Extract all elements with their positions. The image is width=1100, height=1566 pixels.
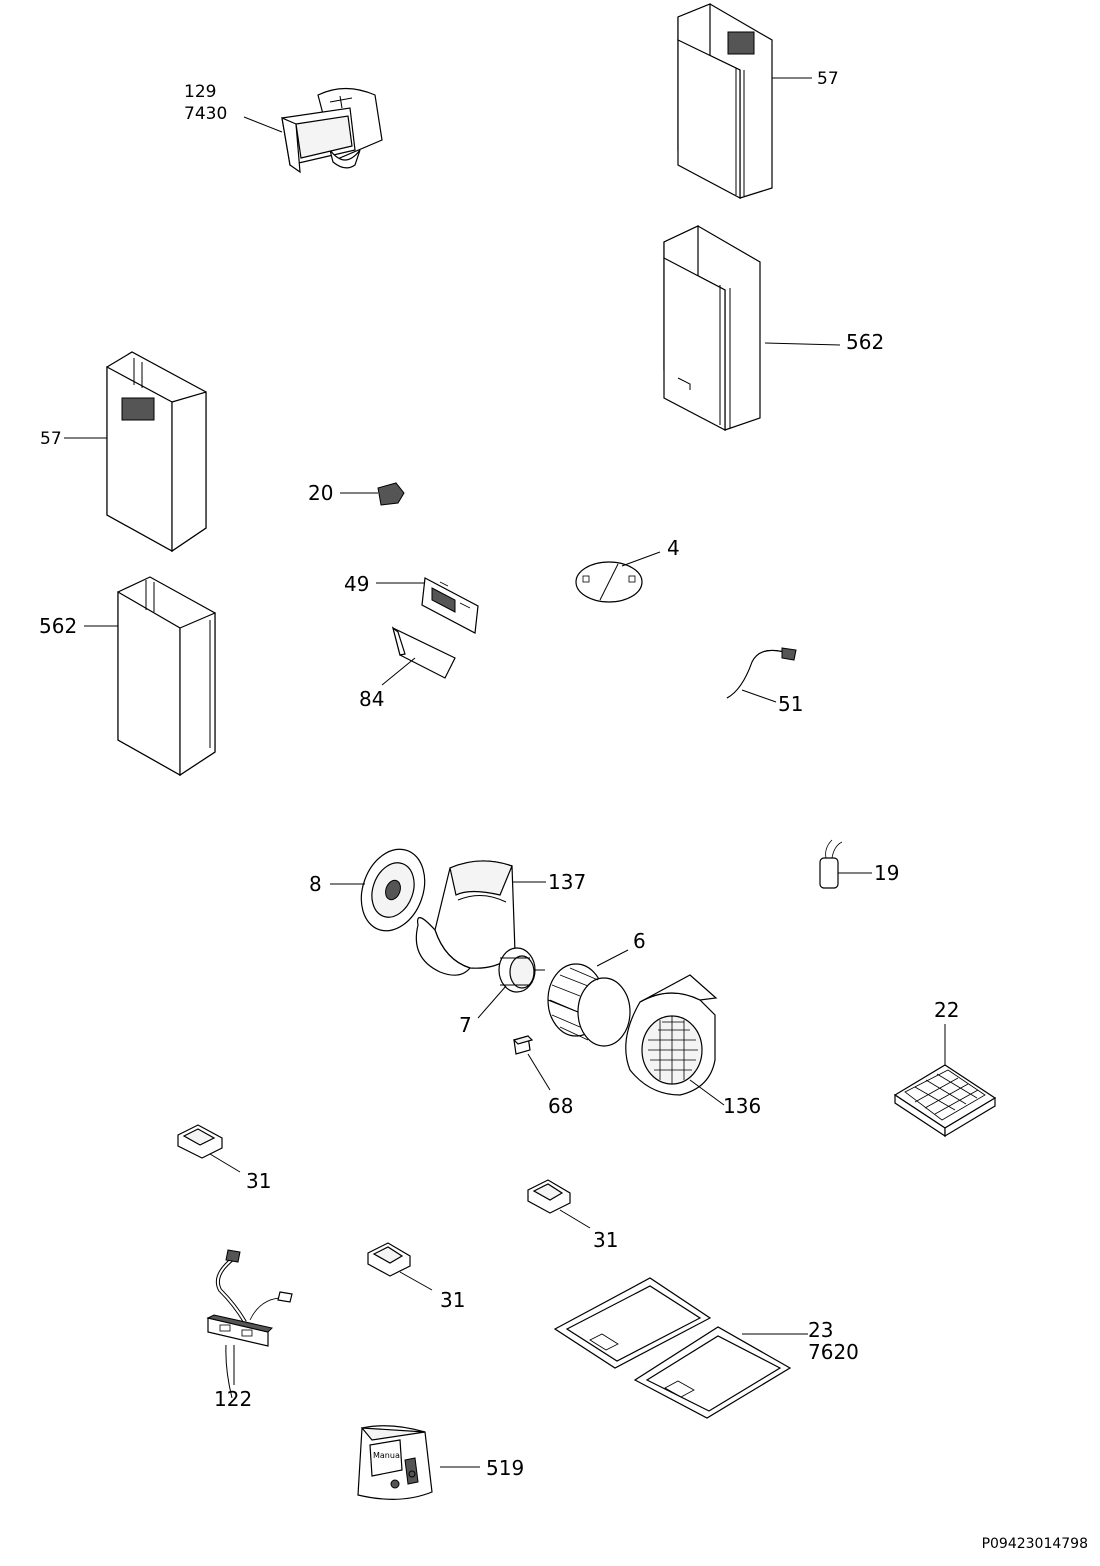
- callout-7: 7: [459, 1013, 472, 1037]
- callout-122: 122: [214, 1387, 253, 1411]
- callout-562-top: 562: [846, 330, 885, 354]
- callout-19: 19: [874, 861, 900, 885]
- callout-4: 4: [667, 536, 680, 560]
- part-cable-51: [726, 647, 797, 703]
- part-filter-22: [893, 1024, 997, 1138]
- part-68: [512, 1035, 551, 1091]
- callout-23-7620: 23 7620: [808, 1318, 859, 1364]
- part-board-49: [376, 577, 479, 634]
- callout-31-b: 31: [593, 1228, 619, 1252]
- callout-20: 20: [308, 481, 334, 505]
- part-switch-20: [340, 482, 405, 506]
- part-cover-84: [381, 626, 456, 686]
- part-motor-7: [477, 947, 545, 1019]
- callout-68: 68: [548, 1094, 574, 1118]
- part-plate-8: [330, 848, 426, 932]
- part-grease-filter-23: [553, 1277, 808, 1419]
- callout-51: 51: [778, 692, 804, 716]
- callout-31-c: 31: [440, 1288, 466, 1312]
- callout-136: 136: [723, 1094, 762, 1118]
- part-chimney-57-left: [64, 351, 207, 553]
- part-chimney-562-left: [84, 576, 216, 777]
- part-bracket-31-a: [177, 1124, 241, 1173]
- bag-manual-label: Manual: [373, 1451, 403, 1460]
- part-capacitor-19: [819, 839, 872, 889]
- part-disc-4: [575, 551, 661, 603]
- callout-57-left: 57: [40, 429, 62, 449]
- callout-22: 22: [934, 998, 960, 1022]
- callout-137: 137: [548, 870, 587, 894]
- callout-31-a: 31: [246, 1169, 272, 1193]
- part-control-122: [206, 1249, 293, 1399]
- callout-129-7430: 129 7430: [184, 82, 228, 124]
- part-fanwheel-6: [547, 949, 631, 1047]
- part-bracket-31-c: [367, 1242, 433, 1291]
- part-bracket-31-b: [527, 1179, 591, 1229]
- callout-8: 8: [309, 872, 322, 896]
- part-housing-137: [415, 860, 546, 976]
- callout-562-left: 562: [39, 614, 78, 638]
- callout-519: 519: [486, 1456, 525, 1480]
- part-adapter-129: [243, 87, 383, 174]
- part-bag-519: [357, 1425, 480, 1500]
- part-fanhousing-136: [625, 974, 725, 1106]
- callout-6: 6: [633, 929, 646, 953]
- part-chimney-57-top: [677, 3, 812, 199]
- callout-49: 49: [344, 572, 370, 596]
- part-chimney-562-top: [663, 225, 841, 431]
- callout-57-top: 57: [817, 69, 839, 89]
- drawing-code: P09423014798: [981, 1536, 1088, 1552]
- callout-84: 84: [359, 687, 385, 711]
